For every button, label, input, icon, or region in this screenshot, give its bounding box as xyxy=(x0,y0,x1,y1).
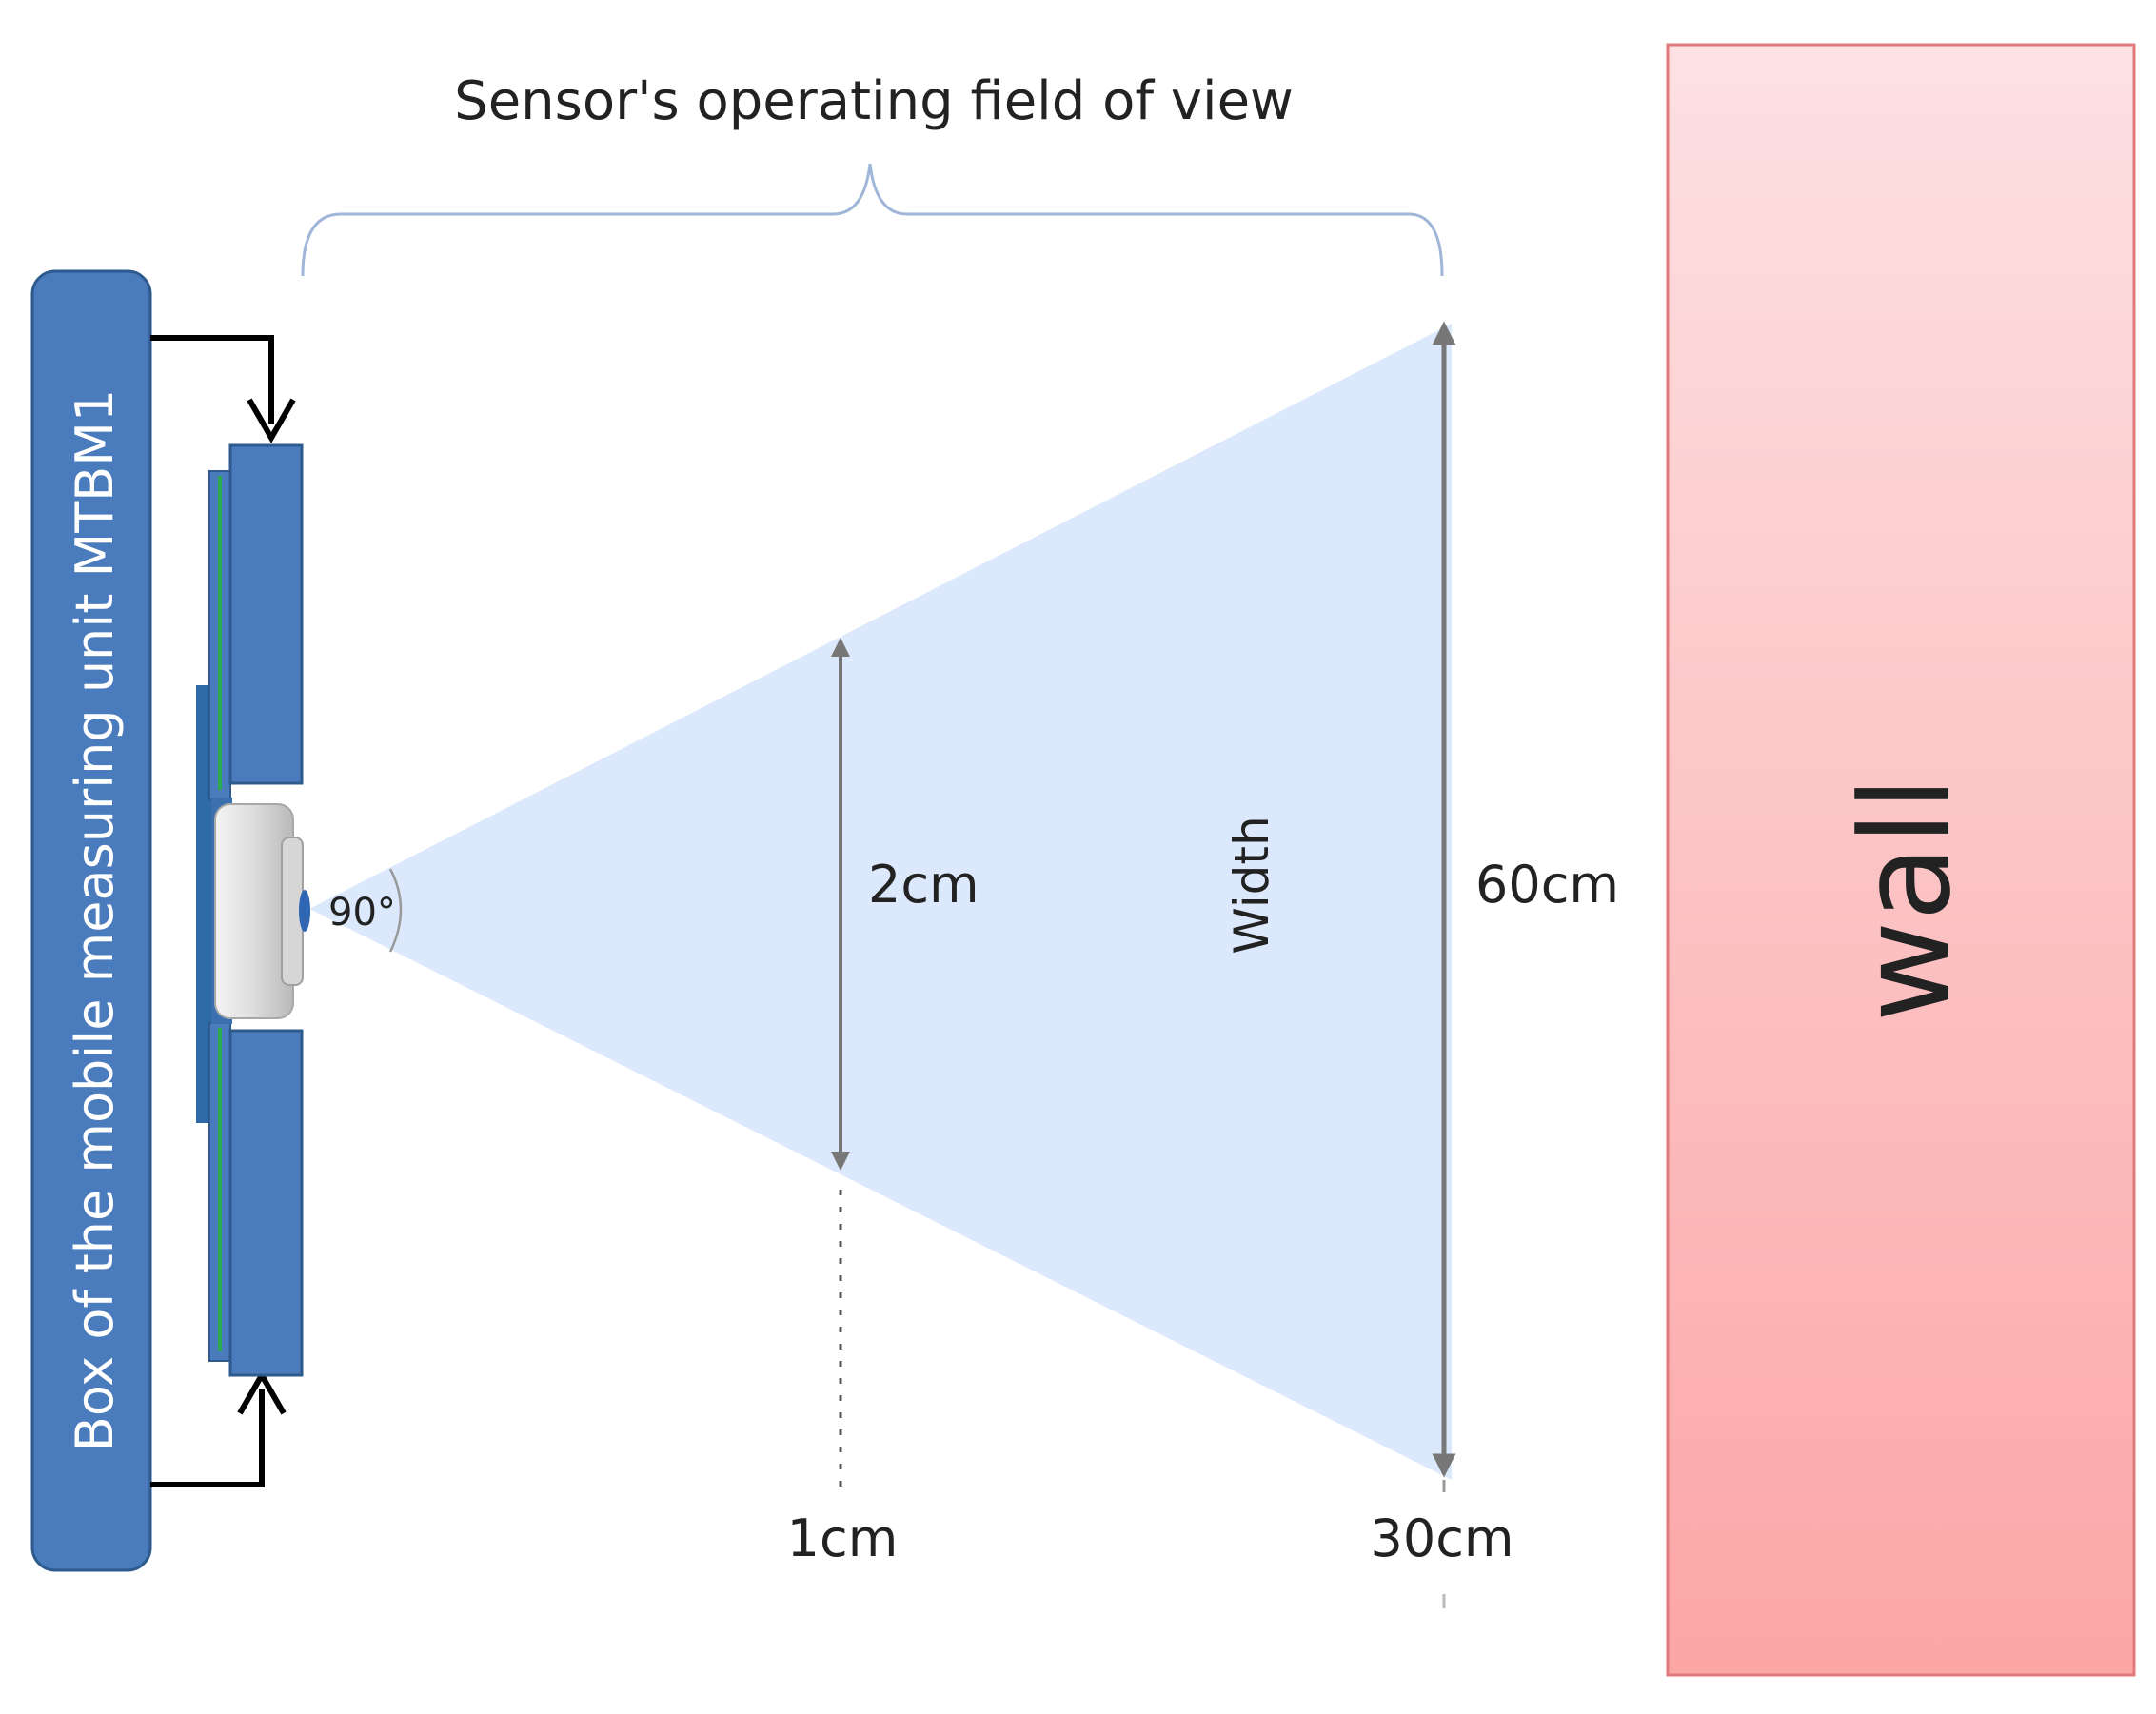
wall xyxy=(1666,43,2136,1677)
far-distance-label: 30cm xyxy=(1370,1508,1513,1568)
field-of-view-bracket xyxy=(301,163,1444,277)
measuring-unit-box-label: Box of the mobile measuring unit MTBM1 xyxy=(65,389,125,1451)
bottom-pointer-arrow xyxy=(150,1389,265,1487)
measuring-unit-box xyxy=(30,269,152,1572)
upper-mount-plate xyxy=(228,443,304,785)
angle-arc xyxy=(388,868,403,953)
sensor-lens-icon xyxy=(299,890,310,932)
lower-mount-plate xyxy=(228,1029,304,1377)
width-axis-label: Width xyxy=(1224,816,1279,954)
angle-label: 90° xyxy=(328,891,396,935)
wall-label: wall xyxy=(1833,777,1978,1022)
top-pointer-arrow xyxy=(150,335,274,424)
diagram-title: Sensor's operating field of view xyxy=(454,70,1294,132)
field-of-view-cone xyxy=(309,324,1452,1480)
far-width-label: 60cm xyxy=(1475,855,1619,915)
top-pointer-arrowhead xyxy=(247,398,296,444)
near-distance-label: 1cm xyxy=(787,1508,899,1568)
near-width-label: 2cm xyxy=(868,855,979,915)
